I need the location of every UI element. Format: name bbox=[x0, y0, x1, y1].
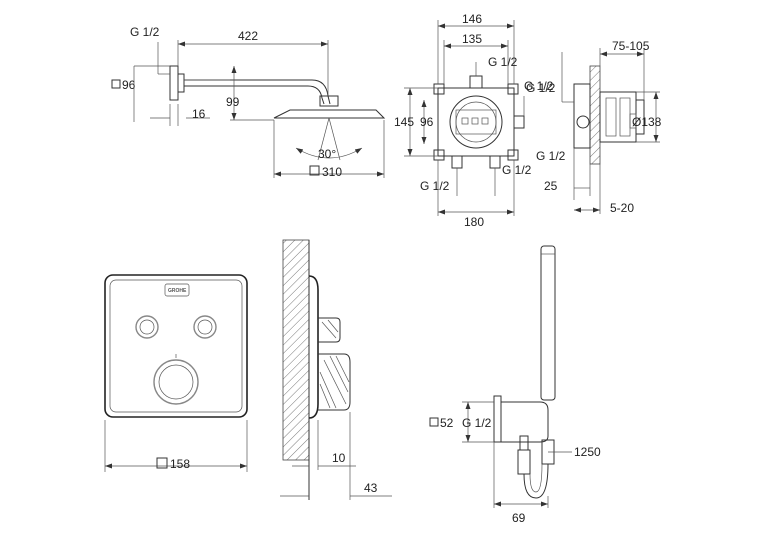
button-right bbox=[193, 315, 217, 339]
button-profile bbox=[318, 317, 341, 343]
connector-thread-label: G 1/2 bbox=[130, 25, 160, 39]
drop-height-label: 99 bbox=[226, 95, 240, 109]
box-height-inner-label: 96 bbox=[420, 115, 434, 129]
plate-profile bbox=[308, 275, 319, 419]
control-side-view: 10 43 bbox=[280, 239, 392, 500]
shower-head bbox=[273, 109, 386, 119]
flange-collar bbox=[177, 73, 185, 93]
square-symbol bbox=[111, 79, 121, 89]
side-thread-top-label: G 1/2 bbox=[526, 81, 556, 95]
head-square-label: 310 bbox=[322, 165, 342, 179]
logo-plate bbox=[164, 283, 190, 297]
right-outlet bbox=[513, 115, 525, 129]
thermostat-knob bbox=[153, 359, 199, 405]
wall-flange bbox=[169, 65, 179, 101]
bottom-right-inlet bbox=[489, 155, 501, 169]
top-outlet bbox=[469, 75, 483, 89]
side-diameter-label: Ø138 bbox=[632, 115, 662, 129]
hand-shower-view: 52 G 1/2 1250 69 bbox=[429, 245, 601, 525]
arm-length-label: 422 bbox=[238, 29, 258, 43]
spray-angle-arc bbox=[295, 147, 363, 159]
control-plate-front-view: GROHE 158 bbox=[104, 274, 248, 472]
side-cover-range-label: 5-20 bbox=[610, 201, 634, 215]
mounting-box-side-view: 75-105 G 1/2 Ø138 G 1/2 25 5-20 bbox=[526, 39, 662, 215]
bottom-left-inlet bbox=[451, 155, 463, 169]
wall-offset-label: 16 bbox=[192, 107, 206, 121]
knob-profile bbox=[318, 353, 351, 411]
wall-section bbox=[282, 239, 310, 461]
flange-square-label: 96 bbox=[122, 78, 136, 92]
box-width-inner-label: 135 bbox=[462, 32, 482, 46]
side-wall-hatch bbox=[589, 65, 601, 165]
box-thread-top-label: G 1/2 bbox=[488, 55, 518, 69]
depth-range-label: 75-105 bbox=[612, 39, 650, 53]
box-thread-right-label: G 1/2 bbox=[524, 79, 554, 93]
control-plate bbox=[104, 274, 248, 418]
spray-angle-label: 30° bbox=[318, 147, 336, 161]
box-thread-bottom-left-label: G 1/2 bbox=[420, 179, 450, 193]
box-width-bottom-label: 180 bbox=[464, 215, 484, 229]
mounting-box-ring bbox=[449, 95, 503, 149]
outlet-flange bbox=[493, 395, 502, 443]
outlet-square-label: 52 bbox=[440, 416, 454, 430]
mounting-box-outline bbox=[437, 87, 515, 157]
shower-arm-view: 30° 422 G 1/2 96 99 16 310 bbox=[111, 25, 386, 179]
side-depth-label: 25 bbox=[544, 179, 558, 193]
side-cover bbox=[573, 83, 591, 149]
holder-width-label: 69 bbox=[512, 511, 526, 525]
plate-logo: GROHE bbox=[168, 288, 187, 294]
box-height-outer-label: 145 bbox=[394, 115, 414, 129]
hose bbox=[523, 463, 549, 499]
valve-depth-label: 43 bbox=[364, 481, 378, 495]
mounting-box-front-view: 146 135 G 1/2 G 1/2 145 96 G 1/2 G 1/2 1… bbox=[394, 12, 554, 229]
box-width-outer-label: 146 bbox=[462, 12, 482, 26]
plate-square-label: 158 bbox=[170, 457, 190, 471]
button-left bbox=[135, 315, 159, 339]
box-thread-bottom-right-label: G 1/2 bbox=[502, 163, 532, 177]
outlet-thread-label: G 1/2 bbox=[462, 416, 492, 430]
head-joint bbox=[319, 95, 339, 107]
side-thread-bottom-label: G 1/2 bbox=[536, 149, 566, 163]
hand-shower-handle bbox=[540, 245, 556, 401]
valve-projection-label: 10 bbox=[332, 451, 346, 465]
hose-length-label: 1250 bbox=[574, 445, 601, 459]
side-body bbox=[599, 91, 637, 143]
shower-arm bbox=[184, 79, 331, 105]
